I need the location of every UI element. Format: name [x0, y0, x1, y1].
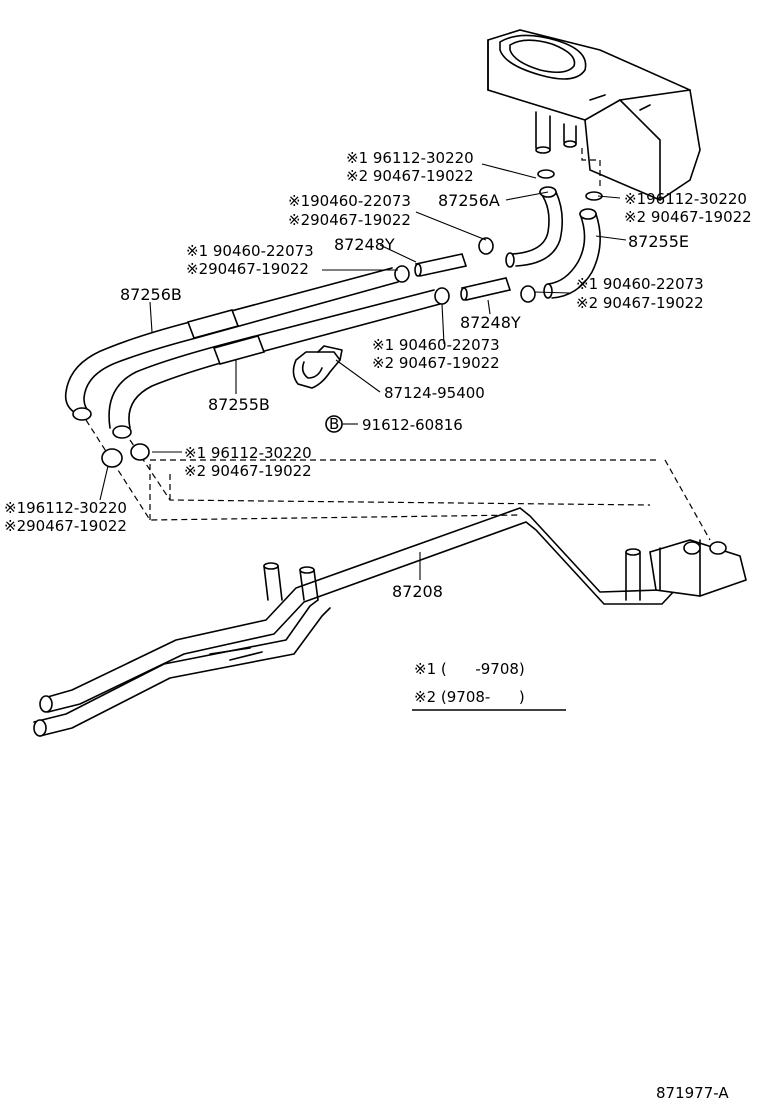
label-clamp-top-2: ※2 90467-19022 — [346, 167, 474, 185]
label-87248Y-mid: 87248Y — [460, 313, 521, 332]
label-clamp-c-1: ※1 90460-22073 — [576, 275, 704, 293]
label-87255E: 87255E — [628, 232, 689, 251]
leader-lines — [99, 163, 627, 580]
label-87208: 87208 — [392, 582, 443, 601]
label-87248Y-top: 87248Y — [334, 235, 395, 254]
label-clamp-c-2: ※2 90467-19022 — [576, 294, 704, 312]
label-clamp-e-1: ※1 96112-30220 — [184, 444, 312, 462]
label-clamp-a-1: ※190460-22073 — [288, 192, 411, 210]
label-87256A: 87256A — [438, 191, 500, 210]
hose-87255B — [108, 289, 441, 439]
label-clamp-d-1: ※1 90460-22073 — [372, 336, 500, 354]
label-clamp-e-2: ※2 90467-19022 — [184, 462, 312, 480]
bolt-91612-60816 — [325, 415, 358, 433]
label-clamp-b-1: ※1 90460-22073 — [186, 242, 314, 260]
bolt-marker-b: B — [329, 415, 339, 433]
bracket-87124-95400 — [292, 345, 343, 389]
label-clamp-a-2: ※290467-19022 — [288, 211, 411, 229]
legend-note-2: ※2 (9708- ) — [414, 688, 525, 706]
label-87124-95400: 87124-95400 — [384, 384, 485, 402]
hose-87255E — [543, 208, 601, 299]
label-87256B: 87256B — [120, 285, 182, 304]
hose-87256B — [64, 267, 399, 421]
label-clamp-f-1: ※196112-30220 — [4, 499, 127, 517]
connector-pipe-87248Y-mid — [460, 277, 512, 301]
label-clamp-d-2: ※2 90467-19022 — [372, 354, 500, 372]
connector-pipe-87248Y-top — [414, 253, 468, 277]
label-91612-60816: 91612-60816 — [362, 416, 463, 434]
hose-87256A — [505, 186, 564, 268]
label-clamp-right-1: ※196112-30220 — [624, 190, 747, 208]
label-clamp-top-1: ※1 96112-30220 — [346, 149, 474, 167]
water-pipe-87208 — [33, 507, 747, 737]
label-clamp-b-2: ※290467-19022 — [186, 260, 309, 278]
label-clamp-right-2: ※2 90467-19022 — [624, 208, 752, 226]
legend-note-1: ※1 ( -9708) — [414, 660, 525, 678]
label-87255B: 87255B — [208, 395, 270, 414]
hose-clamps — [101, 169, 603, 468]
label-clamp-f-2: ※290467-19022 — [4, 517, 127, 535]
diagram-id: 871977-A — [656, 1084, 729, 1102]
heater-unit-drawing — [487, 29, 701, 201]
